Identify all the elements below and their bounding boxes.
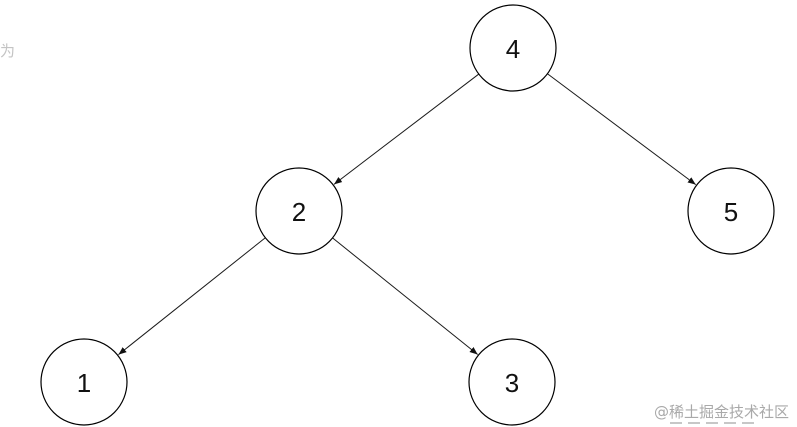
- tree-node-5: 5: [687, 167, 775, 255]
- tree-node-2: 2: [255, 167, 343, 255]
- node-label: 4: [506, 34, 520, 64]
- node-circle: [255, 167, 343, 255]
- partial-text-fragment: 为: [0, 42, 16, 60]
- tree-node-4: 4: [469, 4, 557, 92]
- nodes: 4 2 5 1 3: [40, 4, 775, 426]
- node-circle: [40, 338, 128, 426]
- node-label: 1: [77, 368, 91, 398]
- watermark-text: @稀土掘金技术社区: [653, 403, 789, 421]
- node-circle: [469, 4, 557, 92]
- edge-arrow-2-to-3: [332, 237, 479, 355]
- tree-node-3: 3: [468, 338, 556, 426]
- edge-arrow-2-to-1: [118, 237, 266, 356]
- watermark-cropped-line: [670, 422, 775, 427]
- node-label: 2: [292, 197, 306, 227]
- edge-arrow-4-to-5: [547, 73, 697, 186]
- node-circle: [687, 167, 775, 255]
- edges: [118, 73, 697, 356]
- node-label: 5: [724, 197, 738, 227]
- tree-node-1: 1: [40, 338, 128, 426]
- node-label: 3: [505, 368, 519, 398]
- edge-arrow-4-to-2: [333, 73, 480, 185]
- node-circle: [468, 338, 556, 426]
